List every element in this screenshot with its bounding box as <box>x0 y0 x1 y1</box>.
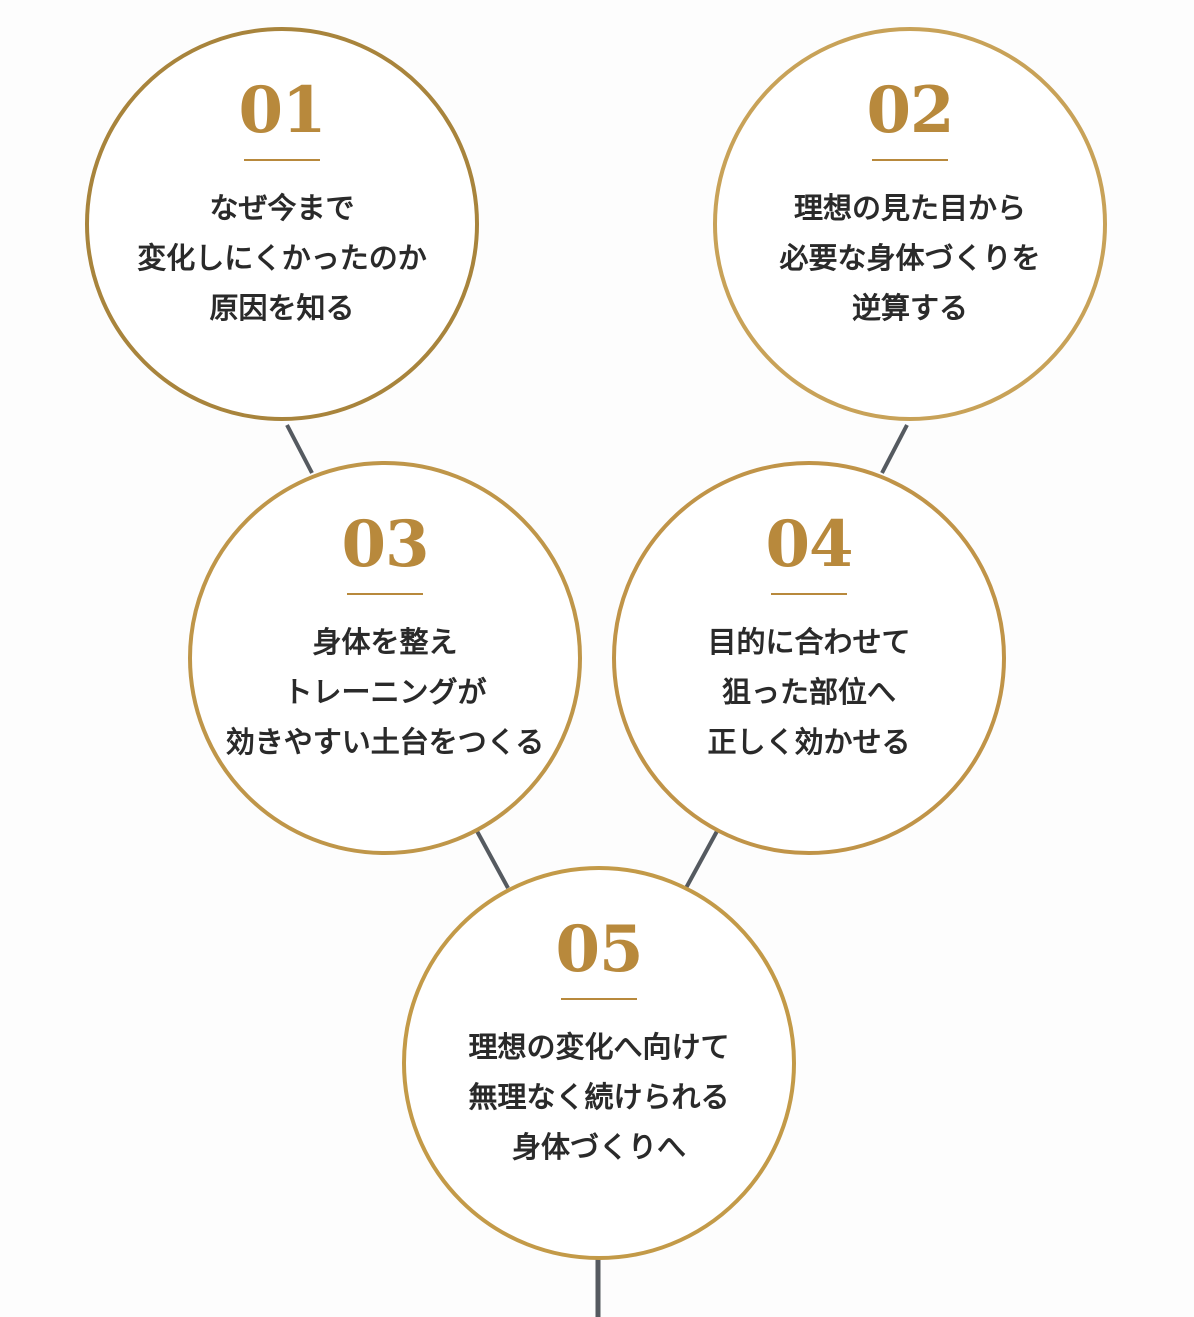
step-description: 目的に合わせて 狙った部位へ 正しく効かせる <box>616 617 1002 767</box>
step-04: 04 目的に合わせて 狙った部位へ 正しく効かせる <box>612 461 1006 855</box>
step-line: なぜ今まで <box>209 191 355 225</box>
step-line: 原因を知る <box>209 291 355 325</box>
step-line: 理想の変化へ向けて <box>468 1030 730 1064</box>
step-05: 05 理想の変化へ向けて 無理なく続けられる 身体づくりへ <box>402 866 796 1260</box>
step-line: 身体づくりへ <box>511 1130 686 1164</box>
step-divider <box>561 998 637 1000</box>
step-divider <box>771 593 847 595</box>
step-line: 必要な身体づくりを <box>779 241 1041 275</box>
connector-04-05 <box>684 821 724 889</box>
step-line: 理想の見た目から <box>793 191 1026 225</box>
step-line: 身体を整え <box>312 625 458 659</box>
step-number: 04 <box>765 507 853 582</box>
step-description: 理想の変化へ向けて 無理なく続けられる 身体づくりへ <box>406 1022 792 1172</box>
step-line: 正しく効かせる <box>707 725 911 759</box>
step-description: なぜ今まで 変化しにくかったのか 原因を知る <box>89 183 475 333</box>
connector-02-04 <box>880 424 909 474</box>
step-line: 逆算する <box>851 291 968 325</box>
step-line: 変化しにくかったのか <box>137 241 427 275</box>
step-description: 身体を整え トレーニングが 効きやすい土台をつくる <box>192 617 578 767</box>
step-divider <box>347 593 423 595</box>
connector-01-03 <box>285 424 314 474</box>
step-line: トレーニングが <box>283 675 487 709</box>
connector-03-05 <box>470 821 510 889</box>
step-number: 02 <box>866 73 954 148</box>
step-01: 01 なぜ今まで 変化しにくかったのか 原因を知る <box>85 27 479 421</box>
step-description: 理想の見た目から 必要な身体づくりを 逆算する <box>717 183 1103 333</box>
step-number: 03 <box>341 507 429 582</box>
step-line: 狙った部位へ <box>721 675 896 709</box>
step-number: 01 <box>238 73 326 148</box>
step-line: 目的に合わせて <box>707 625 911 659</box>
step-line: 効きやすい土台をつくる <box>225 725 545 759</box>
step-03: 03 身体を整え トレーニングが 効きやすい土台をつくる <box>188 461 582 855</box>
step-divider <box>244 159 320 161</box>
step-02: 02 理想の見た目から 必要な身体づくりを 逆算する <box>713 27 1107 421</box>
step-line: 無理なく続けられる <box>468 1080 730 1114</box>
step-number: 05 <box>555 912 643 987</box>
step-divider <box>872 159 948 161</box>
